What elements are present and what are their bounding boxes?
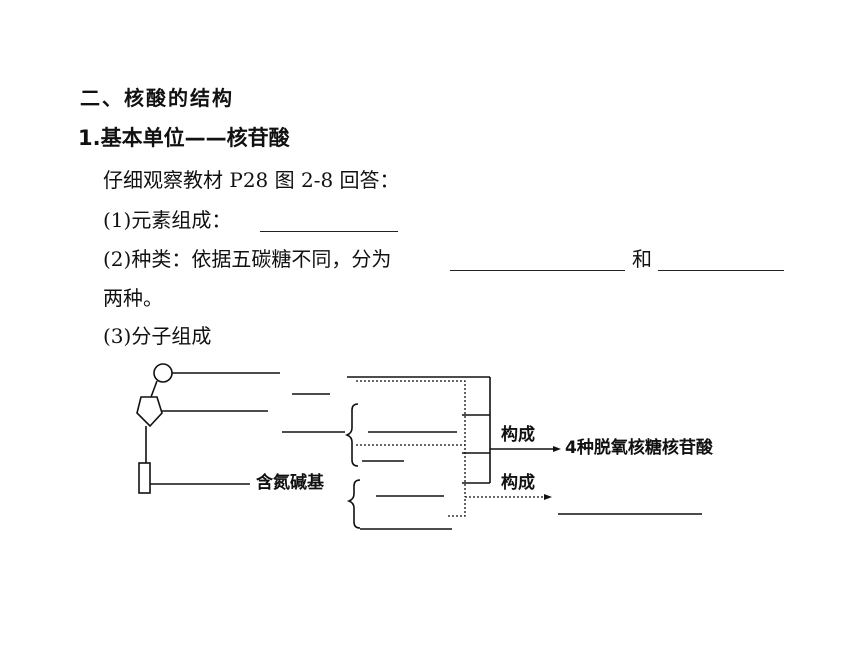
subsection-heading: 1.基本单位——核苷酸 bbox=[78, 126, 290, 150]
question-2-label: (2)种类：依据五碳糖不同，分为 bbox=[103, 247, 392, 271]
answer-blank-type-2[interactable] bbox=[658, 270, 784, 271]
compose-label-1: 构成 bbox=[501, 425, 535, 445]
answer-blank-type-1[interactable] bbox=[450, 270, 625, 271]
nitrogenous-base-label: 含氮碱基 bbox=[256, 473, 324, 493]
question-3-label: (3)分子组成 bbox=[103, 324, 212, 348]
question-1-label: (1)元素组成： bbox=[103, 208, 232, 232]
instruction-text: 仔细观察教材 P28 图 2-8 回答： bbox=[103, 168, 400, 192]
question-2-end: 两种。 bbox=[103, 286, 163, 310]
phosphate-circle-icon bbox=[153, 363, 173, 383]
compose-label-2: 构成 bbox=[501, 473, 535, 493]
section-title: 二、核酸的结构 bbox=[80, 86, 234, 110]
base-rect-icon bbox=[138, 462, 151, 494]
answer-blank-elements[interactable] bbox=[260, 231, 398, 232]
pentose-pentagon-icon bbox=[136, 396, 163, 428]
product-label: 4种脱氧核糖核苷酸 bbox=[565, 438, 713, 458]
question-2-and: 和 bbox=[632, 247, 652, 271]
